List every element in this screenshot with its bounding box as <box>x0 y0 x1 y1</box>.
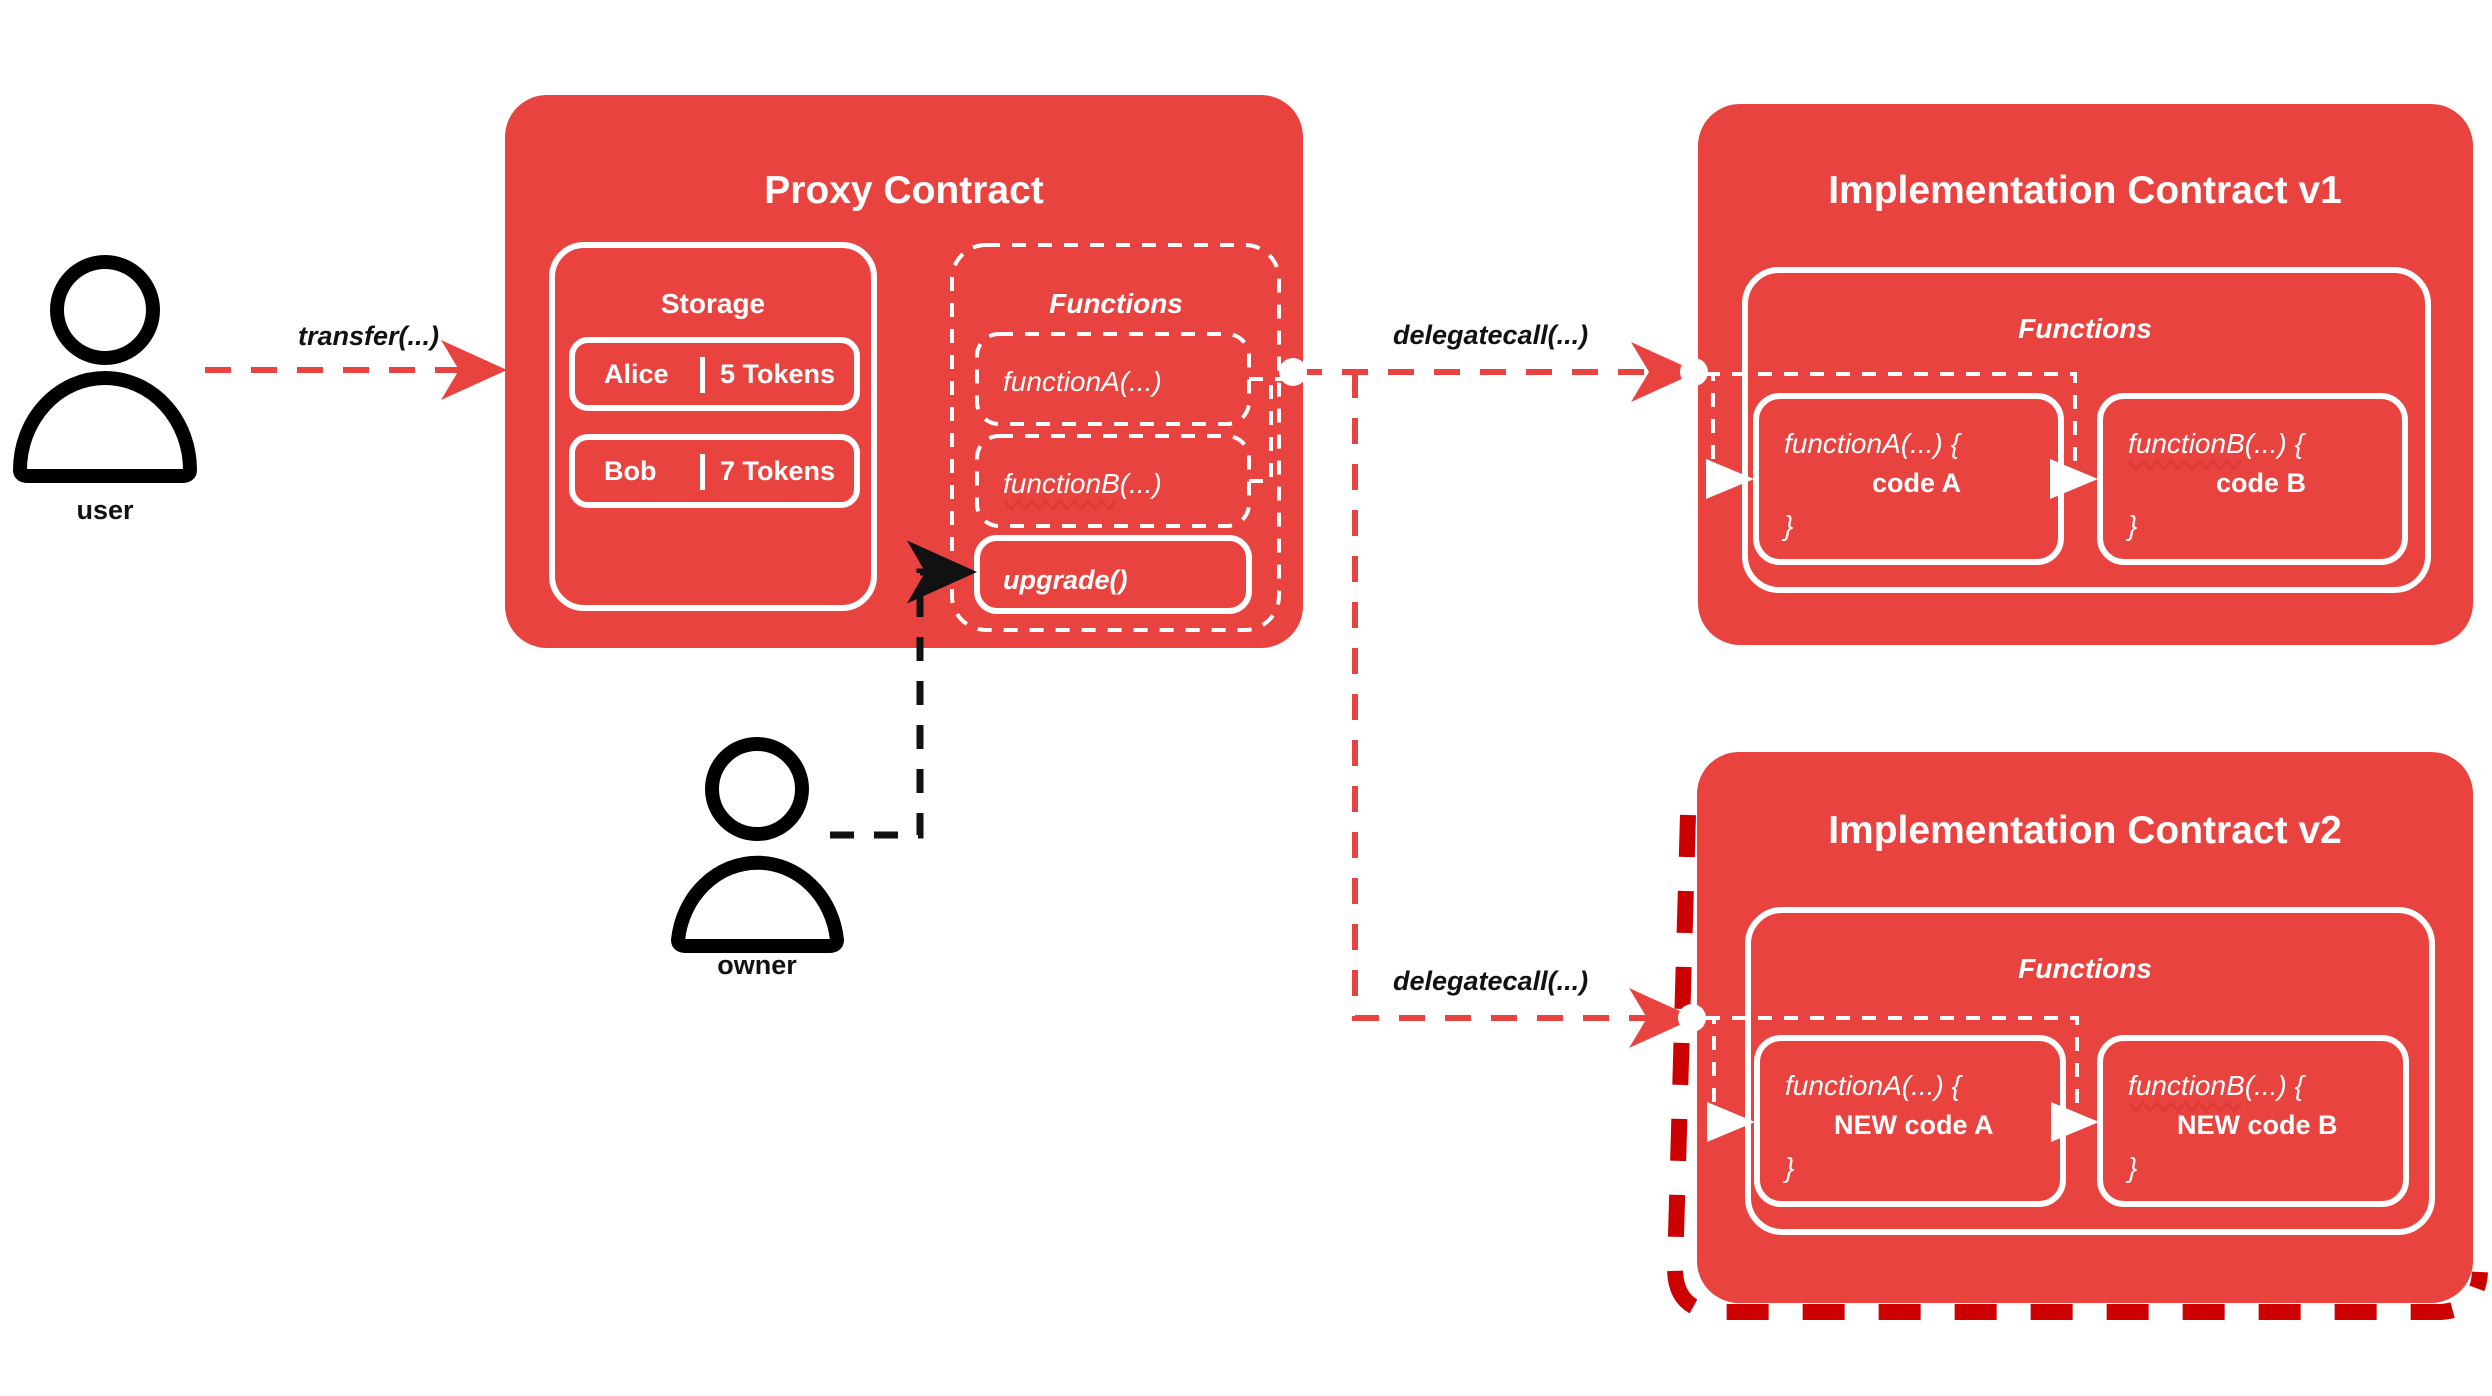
user-icon <box>12 255 198 483</box>
storage-title: Storage <box>661 288 765 319</box>
proxy-function-upgrade[interactable]: upgrade() <box>974 535 1252 614</box>
edge-transfer: transfer(...) <box>205 321 507 400</box>
impl-v2-box[interactable]: Implementation Contract v2 Functions fun… <box>1697 752 2473 1303</box>
functions-title: Functions <box>2018 953 2152 984</box>
actor-user-label: user <box>76 495 134 525</box>
storage-row-name: Alice <box>604 359 669 389</box>
actor-owner-label: owner <box>717 950 797 980</box>
impl-v2-title: Implementation Contract v2 <box>1828 809 2342 852</box>
storage-row-bob: Bob 7 Tokens <box>569 434 860 508</box>
impl-v2-function-b-signature: functionB(...) { <box>2128 1070 2307 1101</box>
storage-row-name: Bob <box>604 456 656 486</box>
impl-v2-function-a-close: } <box>1782 1152 1794 1183</box>
impl-v1-functions-panel: Functions functionA(...) { code A } func… <box>1706 267 2431 593</box>
proxy-contract-title: Proxy Contract <box>764 169 1044 212</box>
impl-v1-function-a[interactable]: functionA(...) { code A } <box>1753 393 2064 565</box>
impl-v2-highlight-outline <box>1666 814 2488 1320</box>
impl-v1-function-b-signature: functionB(...) { <box>2128 428 2307 459</box>
edge-delegatecall-v2: delegatecall(...) <box>1352 372 1706 1048</box>
functions-title: Functions <box>2018 313 2152 344</box>
edge-owner-upgrade <box>830 540 977 839</box>
impl-v1-function-a-close: } <box>1781 510 1793 541</box>
proxy-storage-panel: Storage Alice 5 Tokens Bob 7 Tokens <box>549 242 877 611</box>
edge-delegatecall-v1-label: delegatecall(...) <box>1393 320 1588 350</box>
impl-v2-function-b-body: NEW code B <box>2177 1110 2338 1140</box>
impl-v1-function-a-body: code A <box>1872 468 1961 498</box>
impl-v1-function-a-signature: functionA(...) { <box>1784 428 1963 459</box>
edge-transfer-label: transfer(...) <box>298 321 439 351</box>
edge-delegatecall-v2-label: delegatecall(...) <box>1393 966 1588 996</box>
impl-v1-function-b[interactable]: functionB(...) { code B } <box>2097 393 2408 565</box>
actor-owner: owner <box>670 737 845 980</box>
spellcheck-underline-icon <box>1002 498 1118 512</box>
impl-v1-function-b-body: code B <box>2216 468 2306 498</box>
proxy-contract-box[interactable]: Proxy Contract Storage Alice 5 Tokens Bo… <box>505 95 1303 648</box>
functions-title: Functions <box>1049 288 1183 319</box>
proxy-function-b[interactable]: functionB(...) <box>975 434 1251 528</box>
owner-icon <box>670 737 845 953</box>
impl-v1-internal-wire <box>1706 372 2098 499</box>
impl-v2-function-a-signature: functionA(...) { <box>1785 1070 1964 1101</box>
edge-endpoint-dot <box>1279 358 1307 386</box>
edge-endpoint-dot <box>1678 1004 1706 1032</box>
impl-v2-internal-wire <box>1706 1016 2099 1142</box>
proxy-function-a-label: functionA(...) <box>1003 366 1162 397</box>
impl-v2-function-b[interactable]: functionB(...) { NEW code B } <box>2097 1035 2409 1207</box>
proxy-functions-panel: Functions functionA(...) functionB(...) … <box>950 243 1286 632</box>
impl-v1-function-b-close: } <box>2125 510 2137 541</box>
impl-v2-function-b-close: } <box>2125 1152 2137 1183</box>
actor-user: user <box>12 255 198 525</box>
proxy-function-a[interactable]: functionA(...) <box>975 332 1251 426</box>
proxy-internal-dispatch-wire <box>1249 377 1286 483</box>
storage-row-value: 5 Tokens <box>720 359 835 389</box>
storage-row-alice: Alice 5 Tokens <box>569 337 860 411</box>
impl-v2-functions-panel: Functions functionA(...) { NEW code A } … <box>1706 907 2435 1235</box>
spellcheck-underline-icon <box>2127 458 2243 472</box>
impl-v2-function-a-body: NEW code A <box>1834 1110 1994 1140</box>
impl-v1-box[interactable]: Implementation Contract v1 Functions fun… <box>1698 104 2473 645</box>
proxy-function-b-label: functionB(...) <box>1003 468 1162 499</box>
proxy-function-upgrade-label: upgrade() <box>1003 565 1128 595</box>
edge-endpoint-dot <box>1680 358 1708 386</box>
spellcheck-underline-icon <box>2127 1100 2243 1114</box>
storage-row-value: 7 Tokens <box>720 456 835 486</box>
edge-delegatecall-v1: delegatecall(...) <box>1279 320 1708 402</box>
impl-v1-title: Implementation Contract v1 <box>1828 169 2342 212</box>
